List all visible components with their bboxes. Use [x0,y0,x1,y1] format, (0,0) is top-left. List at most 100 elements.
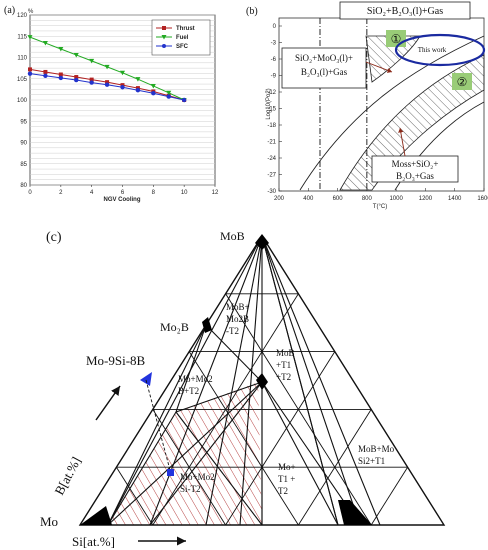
y-tick-label: -6 [271,57,277,63]
this-work-annotation: This work [418,46,447,54]
region-2-marker-bg [452,73,472,90]
data-point [135,77,141,82]
y-tick-label: 110 [17,56,27,62]
data-point [166,94,171,99]
x-tick-label: 6 [121,190,125,196]
y-tick-label: -21 [267,140,276,146]
x-tick-label: 10 [181,190,188,196]
x-axis-label-b: T(°C) [373,204,387,210]
composition-dashed-line [145,379,171,471]
top-label-box [339,1,471,20]
panel-c-ternary-diagram: (c) [40,229,446,549]
legend-label: Fuel [176,35,189,41]
region-1-marker: ① [391,32,402,46]
data-point [73,52,79,58]
region-1-arrow [365,61,393,73]
data-point [58,47,64,52]
panel-a-label: (a) [4,5,15,16]
region-r5-line-1: Mo+ [278,462,296,472]
region-r1-line-3: -T2 [226,326,239,336]
data-point [89,58,95,64]
y-tick-label: 100 [17,98,28,104]
y-tick-label: -9 [271,74,277,80]
mo5si3-phase-blob [338,500,372,525]
x-axis-label: NGV Cooling [104,197,141,203]
ternary-grid-line [116,466,154,526]
legend-marker [162,44,166,48]
data-point [150,83,156,89]
data-point [120,85,125,90]
x-tick-label: 2 [59,190,63,196]
region-r3-line-2: B+T2 [178,386,199,396]
composition-marker-square [167,469,174,476]
y-tick-label: -18 [267,123,276,129]
data-point [104,82,110,87]
mo2b-label: Mo₂B [160,320,189,334]
data-point [74,77,79,83]
region-2-label-line-2: B₂O₃+Gas [396,171,434,181]
vertex-top-label: MoB [220,229,245,243]
y-tick-label: -27 [267,173,276,179]
y-tick-label: 90 [20,141,27,147]
region-labels: MoB+ Mo2B -T2 MoB +T1 +T2 Mo+Mo2 B+T2 Mo… [178,302,395,496]
y-tick-label: 0 [273,24,277,30]
x-tick-label: 8 [152,190,156,196]
data-point [74,75,79,80]
region-2-arrow [398,127,406,157]
top-label: SiO₂+B₂O₃(l)+Gas [367,6,443,17]
data-point [151,91,156,96]
data-point [89,80,94,85]
region-1-label-line-1: SiO₂+MoO₃(l)+ [295,53,353,63]
region-1-label-line-2: B₂O₃(l)+Gas [301,67,348,77]
y-tick-label: 115 [17,34,27,40]
x-tick-label: 0 [28,190,32,196]
y-tick-label: -30 [267,189,276,195]
region-2-label-box [371,155,459,183]
panel-b-label: (b) [246,6,258,17]
y-tick-label: 105 [17,77,28,83]
data-point [166,90,172,96]
mo-phase-blob [80,506,112,525]
x-tick-label: 800 [362,196,373,202]
y-tick-label: -12 [267,90,276,96]
y-tick-label: 120 [17,13,28,19]
data-point [27,71,33,76]
region-r5-line-3: T2 [278,486,288,496]
ternary-grid-line [152,409,226,526]
region-2-marker: ② [457,75,468,89]
data-point [58,72,63,77]
ternary-grid-line [188,351,299,526]
data-point [181,97,187,103]
region-r4-line-2: Si-T2 [180,484,201,494]
y-axis-label-b: Log10(Po2) [266,88,272,119]
si-axis-label: Si[at.%] [72,534,115,549]
legend-marker [161,35,167,40]
data-point [135,88,141,93]
data-point [43,73,48,78]
data-point [120,70,125,76]
data-point [42,41,48,46]
y-tick-label: -15 [267,107,276,113]
y-axis-label: % [28,9,34,15]
region-r1-line-1: MoB+ [226,302,250,312]
mob-phase-blob [255,234,269,250]
region-r5-line-2: T1 + [278,474,295,484]
boundary-curve-upper [299,35,485,191]
x-tick-label: 12 [212,190,219,196]
composition-marker-triangle [140,372,152,386]
x-tick-label: 600 [333,196,344,202]
b-axis-label: B[at.%] [51,454,83,497]
legend-label: SFC [176,44,189,50]
x-tick-label: 1000 [389,196,403,202]
region-r4-line-1: Mo+Mo2 [180,472,215,482]
y-tick-label: 80 [20,183,27,189]
x-tick-label: 200 [274,196,285,202]
region-r2-line-3: +T2 [276,372,291,382]
mo2b-phase-blob [202,317,212,333]
y-tick-label: 85 [20,162,27,168]
t2-phase-blob [256,373,268,390]
x-tick-label: 1400 [448,196,462,202]
